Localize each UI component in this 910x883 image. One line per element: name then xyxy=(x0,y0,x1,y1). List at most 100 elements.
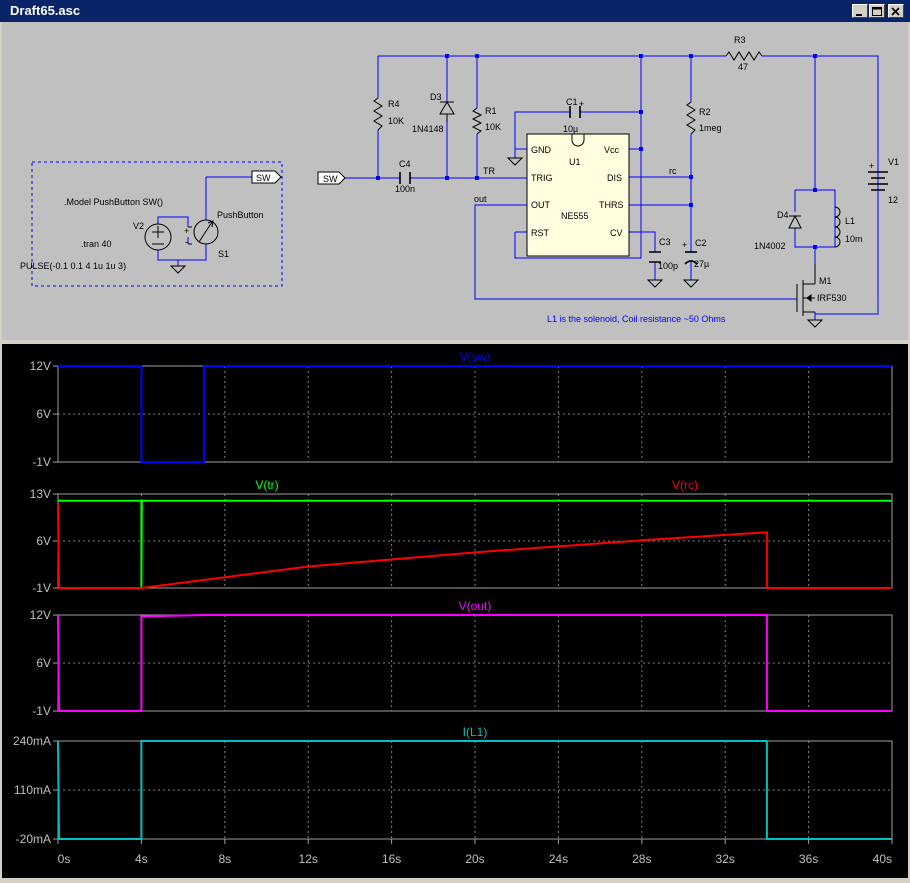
label-u1: U1 xyxy=(569,157,581,167)
label-c2-value: 27µ xyxy=(694,259,709,269)
window-title: Draft65.asc xyxy=(10,3,81,18)
schematic-editor[interactable]: R3 47 R4 10K D3 1N4148 R1 10K C1 10µ + R… xyxy=(2,22,908,340)
capacitor-c3 xyxy=(649,251,661,263)
pin-vcc: Vcc xyxy=(604,145,620,155)
trace-il1[interactable] xyxy=(57,740,892,840)
label-r4: R4 xyxy=(388,99,400,109)
x-tick-label: 32s xyxy=(716,852,735,866)
x-tick-label: 20s xyxy=(465,852,484,866)
label-c1: C1 xyxy=(566,97,578,107)
pin-rst: RST xyxy=(531,228,550,238)
y-tick-label: 110mA xyxy=(14,783,51,797)
label-r1: R1 xyxy=(485,106,497,116)
trace-label[interactable]: V(sw) xyxy=(460,350,491,364)
capacitor-c1 xyxy=(569,106,581,118)
y-tick-label: 240mA xyxy=(13,734,51,748)
label-s1: S1 xyxy=(218,249,229,259)
port-sw-right: SW xyxy=(256,173,271,183)
label-c4: C4 xyxy=(399,159,411,169)
resistor-r2 xyxy=(686,101,696,135)
label-c1-plus: + xyxy=(579,99,584,109)
y-tick-label: 6V xyxy=(36,407,51,421)
y-tick-label: -1V xyxy=(32,581,51,595)
voltage-source-v2 xyxy=(144,223,172,251)
diode-d4 xyxy=(788,214,802,229)
pulse-directive: PULSE(-0.1 0.1 4 1u 1u 3) xyxy=(20,261,126,271)
label-r4-value: 10K xyxy=(388,116,404,126)
mosfet-m1 xyxy=(796,280,804,316)
label-l1: L1 xyxy=(845,216,855,226)
pin-trig: TRIG xyxy=(531,173,553,183)
label-r1-value: 10K xyxy=(485,122,501,132)
plot-pane-il1[interactable]: 240mA 110mA -20mA I(L1) xyxy=(13,725,893,846)
net-rc: rc xyxy=(669,166,677,176)
label-v2: V2 xyxy=(133,221,144,231)
trace-vout[interactable] xyxy=(57,614,892,712)
trace-label[interactable]: I(L1) xyxy=(463,725,488,739)
label-m1-value: IRF530 xyxy=(817,293,847,303)
maximize-icon xyxy=(870,5,884,17)
model-directive: .Model PushButton SW() xyxy=(64,197,163,207)
x-tick-label: 24s xyxy=(549,852,568,866)
solenoid-note: L1 is the solenoid, Coil resistance ~50 … xyxy=(547,314,726,324)
label-v1-plus: + xyxy=(869,161,874,171)
port-sw-left: SW xyxy=(323,174,338,184)
pin-thrs: THRS xyxy=(599,200,624,210)
switch-s1 xyxy=(188,219,219,245)
label-r3-value: 47 xyxy=(738,62,748,72)
components xyxy=(373,51,888,316)
trace-vrc[interactable] xyxy=(57,503,892,589)
label-r2-value: 1meg xyxy=(699,123,722,133)
label-c2: C2 xyxy=(695,238,707,248)
trace-label[interactable]: V(tr) xyxy=(255,478,278,492)
close-button[interactable] xyxy=(888,4,904,18)
y-tick-label: 12V xyxy=(30,608,51,622)
trace-label[interactable]: V(rc) xyxy=(672,478,698,492)
subcircuit-box xyxy=(31,161,283,287)
trace-label[interactable]: V(out) xyxy=(459,599,492,613)
net-out: out xyxy=(474,194,487,204)
y-tick-label: -1V xyxy=(32,455,51,469)
plot-pane-vsw[interactable]: 12V 6V -1V V(sw) xyxy=(30,350,893,469)
pin-dis: DIS xyxy=(607,173,622,183)
label-u1-model: NE555 xyxy=(561,211,589,221)
close-icon xyxy=(889,5,903,17)
x-tick-label: 40s xyxy=(873,852,892,866)
x-tick-label: 16s xyxy=(382,852,401,866)
schematic-canvas[interactable]: R3 47 R4 10K D3 1N4148 R1 10K C1 10µ + R… xyxy=(2,22,908,340)
minimize-icon xyxy=(853,5,867,17)
x-tick-label: 28s xyxy=(632,852,651,866)
label-v1-value: 12 xyxy=(888,195,898,205)
label-l1-value: 10m xyxy=(845,234,863,244)
label-v1: V1 xyxy=(888,157,899,167)
label-pushbutton: PushButton xyxy=(217,210,264,220)
inductor-l1 xyxy=(834,206,841,248)
pin-gnd: GND xyxy=(531,145,552,155)
label-s1-minus: - xyxy=(185,237,188,247)
tran-directive: .tran 40 xyxy=(81,239,112,249)
y-tick-label: 6V xyxy=(36,534,51,548)
resistor-r1 xyxy=(471,107,483,135)
label-d3: D3 xyxy=(430,92,442,102)
diode-d3 xyxy=(439,101,455,115)
x-tick-label: 36s xyxy=(799,852,818,866)
y-tick-label: -20mA xyxy=(16,832,51,846)
title-bar: Draft65.asc xyxy=(0,0,910,22)
label-d4: D4 xyxy=(777,210,789,220)
resistor-r4 xyxy=(373,97,383,131)
minimize-button[interactable] xyxy=(852,4,868,18)
battery-v1 xyxy=(868,171,888,191)
label-r2: R2 xyxy=(699,107,711,117)
trace-vsw[interactable] xyxy=(58,365,892,463)
pin-cv: CV xyxy=(610,228,623,238)
wires xyxy=(157,55,879,320)
x-tick-label: 12s xyxy=(299,852,318,866)
maximize-button[interactable] xyxy=(869,4,885,18)
x-tick-label: 0s xyxy=(58,852,71,866)
label-m1: M1 xyxy=(819,276,832,286)
y-tick-label: 12V xyxy=(30,359,51,373)
